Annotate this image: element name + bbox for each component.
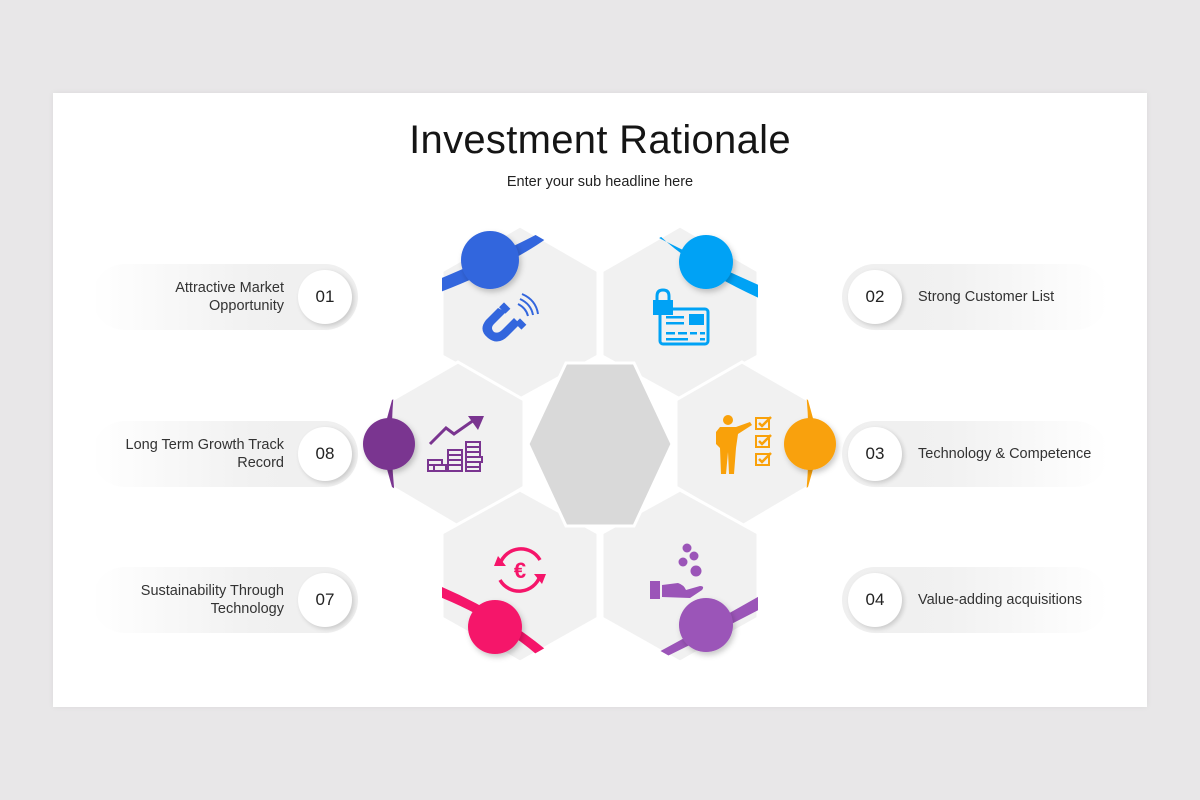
accent-circle-02 [679, 235, 733, 289]
item-04[interactable]: 04 Value-adding acquisitions [842, 567, 1108, 633]
item-02-number: 02 [848, 270, 902, 324]
hand-coins-icon [650, 543, 704, 599]
item-07-number: 07 [298, 573, 352, 627]
item-02-label: Strong Customer List [918, 289, 1055, 305]
growth-coins-icon [427, 416, 484, 472]
accent-circle-07 [468, 600, 522, 654]
page-title: Investment Rationale [409, 118, 791, 162]
item-03-label: Technology & Competence [918, 446, 1092, 462]
svg-text:€: € [514, 558, 526, 583]
accent-circle-04 [679, 598, 733, 652]
euro-exchange-icon: € [494, 547, 546, 593]
accent-circle-01 [461, 231, 519, 289]
accent-circle-03 [784, 418, 836, 470]
item-03[interactable]: 03 Technology & Competence [842, 421, 1108, 487]
hex-01 [440, 224, 600, 401]
item-02[interactable]: 02 Strong Customer List [842, 264, 1108, 330]
magnet-icon [482, 293, 539, 342]
hex-02 [600, 224, 760, 401]
hex-07: € [440, 488, 600, 664]
item-04-number: 04 [848, 573, 902, 627]
item-08-number: 08 [298, 427, 352, 481]
page-subtitle: Enter your sub headline here [506, 174, 694, 190]
secure-card-icon [653, 288, 710, 346]
hex-08 [363, 360, 526, 528]
presenter-checklist-icon [716, 415, 772, 474]
accent-circle-08 [363, 418, 415, 470]
item-03-number: 03 [848, 427, 902, 481]
center-hexagon [526, 361, 674, 528]
hex-04 [600, 488, 760, 664]
item-01-number: 01 [298, 270, 352, 324]
item-04-label: Value-adding acquisitions [918, 592, 1083, 608]
